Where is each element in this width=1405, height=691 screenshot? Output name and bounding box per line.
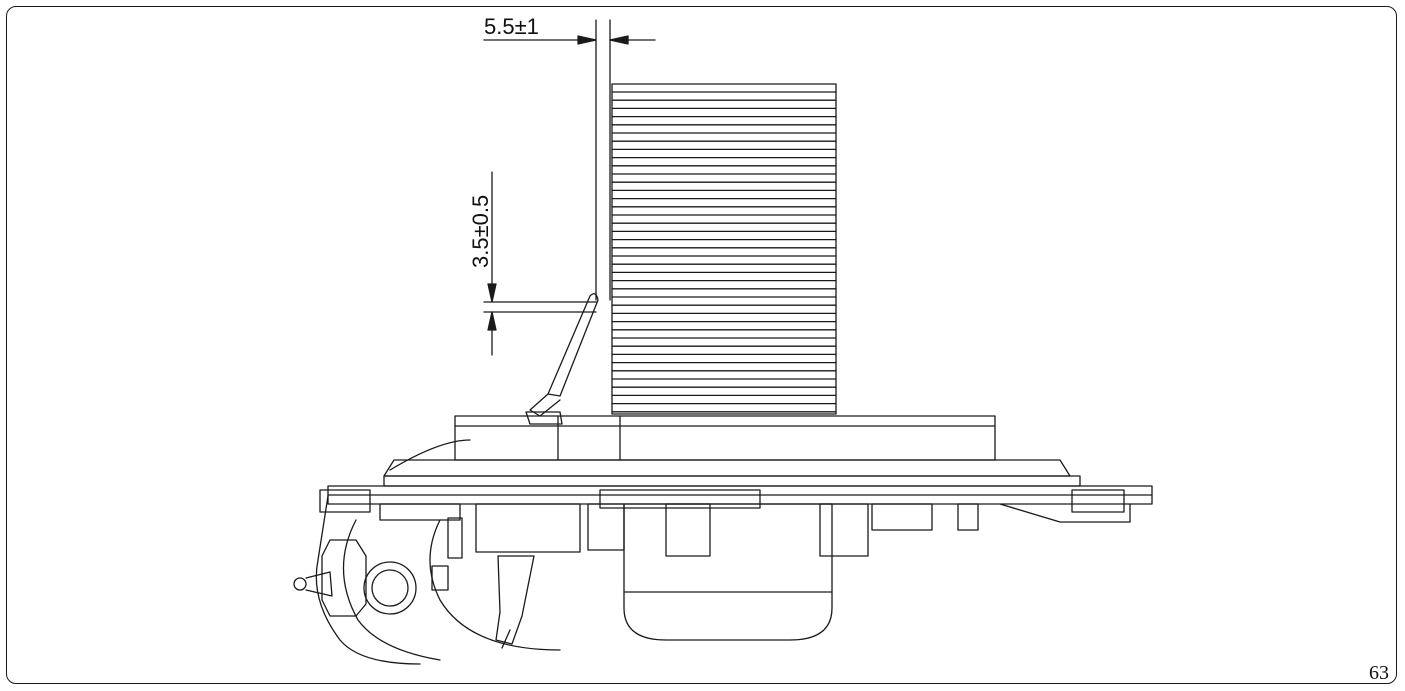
dome-housing	[293, 439, 561, 665]
top-dimension	[483, 19, 656, 301]
upper-body	[454, 415, 996, 461]
mounting-clip	[525, 293, 599, 425]
dimension-label-top: 5.5±1	[484, 14, 539, 39]
dimension-label-side: 3.5±0.5	[468, 195, 493, 268]
ribbed-cylinder	[611, 83, 837, 415]
lower-assembly	[379, 503, 1131, 641]
side-dimension	[483, 171, 597, 356]
page-frame	[6, 6, 1397, 684]
page-number: 63	[1369, 662, 1389, 684]
